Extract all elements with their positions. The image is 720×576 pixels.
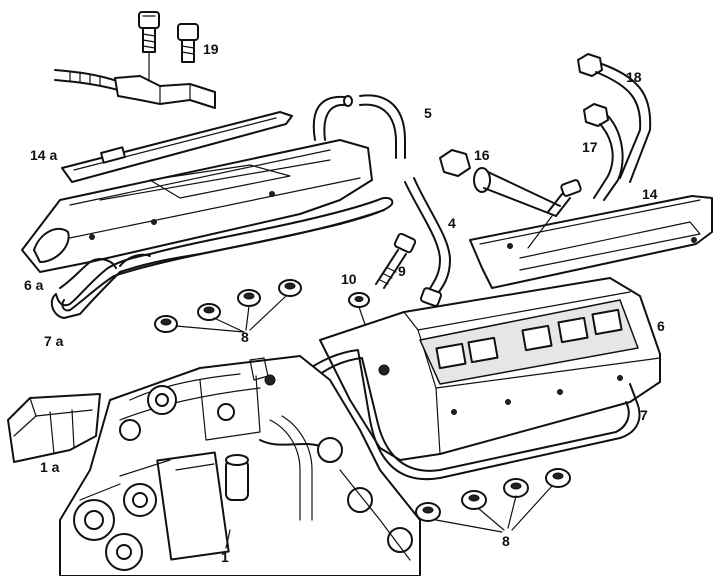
label-18: 18	[626, 69, 642, 85]
label-4: 4	[448, 215, 456, 231]
seal-8-upper-leader-lines	[175, 295, 287, 333]
label-9: 9	[398, 263, 406, 279]
label-19: 19	[203, 41, 219, 57]
gasket-7a	[50, 196, 394, 319]
hose-5	[312, 94, 406, 159]
label-6a: 6 a	[24, 277, 44, 293]
label-14: 14	[642, 186, 658, 202]
label-10: 10	[341, 271, 357, 287]
ignition-cover-1a	[7, 393, 101, 463]
cover-6a	[21, 139, 373, 273]
label-7: 7	[640, 407, 648, 423]
seal-8-lower-2	[461, 490, 487, 510]
seal-8-upper-1	[154, 315, 178, 333]
bolt-16	[439, 149, 561, 217]
gasket-7	[301, 349, 641, 481]
label-8-upper: 8	[241, 329, 249, 345]
pipe-17	[583, 103, 624, 201]
label-5: 5	[424, 105, 432, 121]
seal-8-lower-3	[503, 478, 529, 498]
hose-4	[404, 177, 451, 307]
seal-8-upper-3	[237, 289, 261, 307]
label-14a: 14 a	[30, 147, 57, 163]
cylinder-head-cover-6	[319, 277, 661, 461]
seal-8-lower-4	[545, 468, 571, 488]
seal-8-upper-2	[197, 303, 221, 321]
bolt-9	[375, 232, 417, 289]
bolt-19-left	[138, 11, 160, 53]
gasket-14a	[61, 111, 293, 183]
label-1: 1	[221, 549, 229, 565]
label-8-lower: 8	[502, 533, 510, 549]
label-17: 17	[582, 139, 598, 155]
label-7a: 7 a	[44, 333, 64, 349]
seal-8-lower-leader-lines	[435, 485, 553, 533]
cover-14-screw	[527, 179, 582, 249]
label-1a: 1 a	[40, 459, 60, 475]
engine-block	[59, 355, 421, 576]
bolt-19-right	[177, 23, 199, 63]
ignition-lead-connector	[54, 69, 216, 109]
label-16: 16	[474, 147, 490, 163]
label-6: 6	[657, 318, 665, 334]
seal-8-lower-1	[415, 502, 441, 522]
pipe-18	[577, 53, 652, 183]
seal-8-upper-4	[278, 279, 302, 297]
cover-14	[469, 195, 713, 289]
